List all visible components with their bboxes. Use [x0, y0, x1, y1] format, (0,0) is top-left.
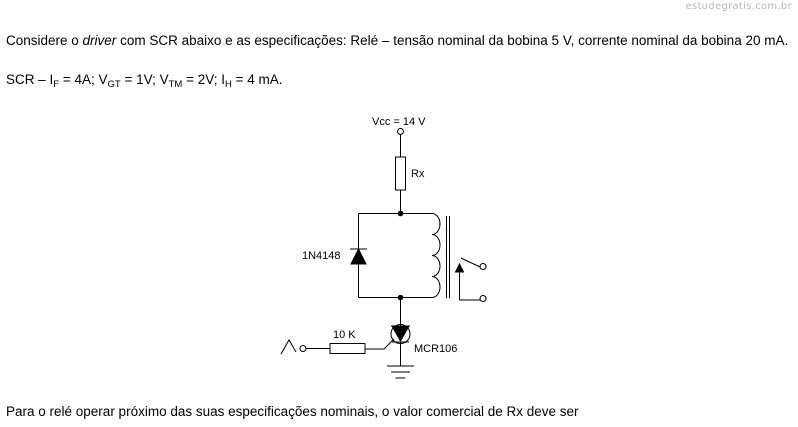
spec-sub: F — [53, 79, 60, 90]
pulse-symbol — [280, 339, 297, 355]
vcc-label: Vcc = 14 V — [372, 116, 426, 128]
diode-triangle — [350, 247, 367, 265]
spec-text: = 4A; V — [59, 72, 108, 87]
scr-label: MCR106 — [414, 343, 457, 355]
wire-gate — [365, 338, 395, 350]
input-terminal — [299, 345, 307, 352]
scr-specs: SCR – IF = 4A; VGT = 1V; VTM = 2V; IH = … — [6, 72, 792, 90]
rx-resistor — [395, 156, 406, 191]
diode-label: 1N4148 — [302, 250, 341, 262]
scr-triangle — [391, 326, 410, 343]
junction-bottom — [397, 294, 404, 301]
question-paragraph-3: Para o relé operar próximo das suas espe… — [6, 404, 579, 419]
p1-text-b: com SCR abaixo e as especificações: Relé… — [116, 33, 789, 48]
spec-text: = 2V; I — [182, 72, 225, 87]
gate-resistor — [329, 343, 366, 354]
spec-text: SCR – I — [6, 72, 54, 87]
p1-text-a: Considere o — [6, 33, 83, 48]
relay-switch-arm — [460, 257, 481, 268]
question-paragraph-1: Considere o driver com SCR abaixo e as e… — [6, 33, 792, 49]
relay-switch-arrowhead — [454, 262, 465, 273]
vcc-terminal — [397, 128, 404, 135]
spec-sub: TM — [168, 79, 183, 90]
relay-contact-no — [479, 295, 487, 302]
rx-label: Rx — [411, 168, 425, 180]
gate-resistor-label: 10 K — [333, 329, 356, 341]
spec-sub: H — [224, 79, 232, 90]
relay-coil — [431, 213, 441, 298]
junction-top — [397, 210, 404, 217]
spec-sub: GT — [107, 79, 121, 90]
spec-text: = 1V; V — [120, 72, 169, 87]
spec-text: = 4 mA. — [231, 72, 283, 87]
relay-contact-nc — [479, 263, 487, 270]
watermark: estudegratis.com.br — [685, 1, 792, 12]
p1-italic-driver: driver — [82, 33, 117, 48]
